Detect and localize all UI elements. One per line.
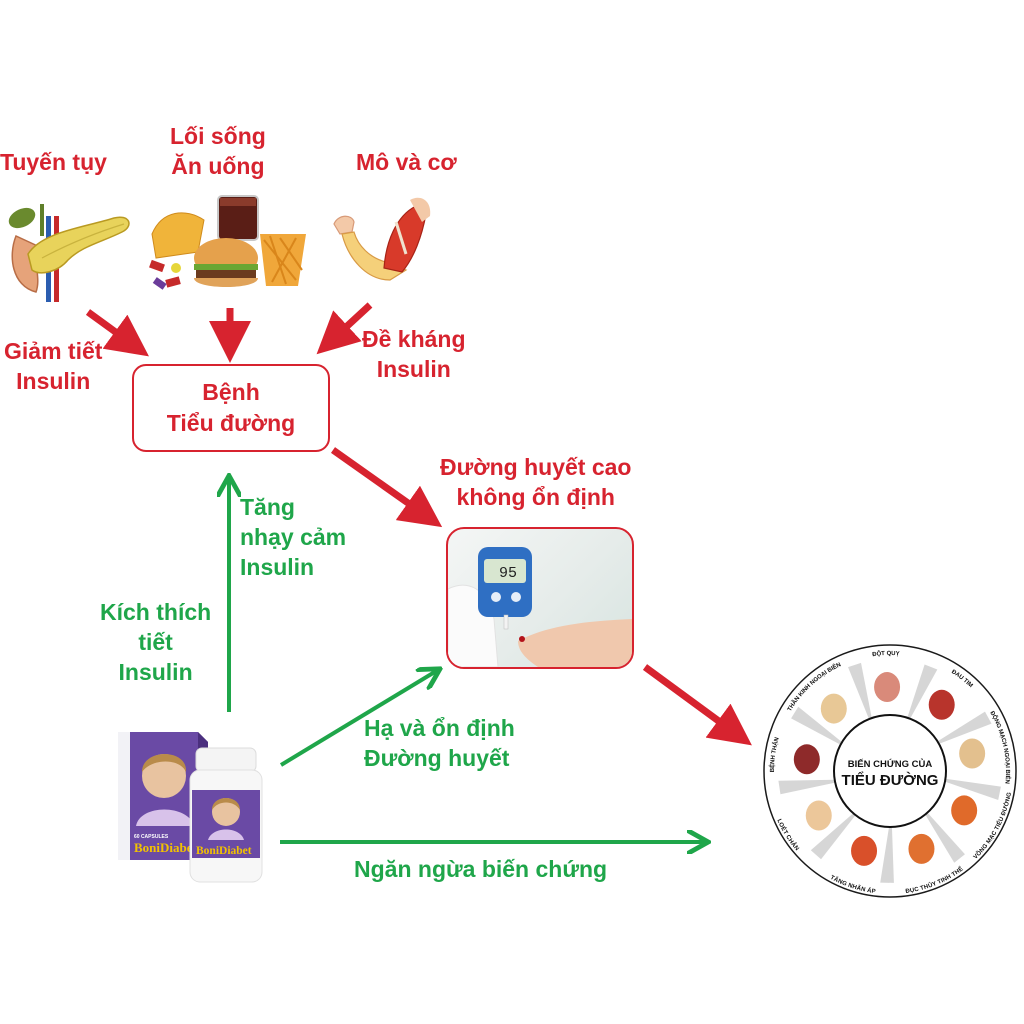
wheel-label: ĐỘT QUỴ <box>872 649 900 658</box>
arrow-product-to-blood-sugar <box>279 670 438 767</box>
eye-cataract-icon <box>908 833 935 864</box>
meter-reading: 95 <box>499 565 517 582</box>
arrow-disease-to-blood-sugar <box>330 447 443 528</box>
kidney-icon <box>793 744 820 775</box>
svg-text:BoniDiabet: BoniDiabet <box>196 845 252 857</box>
pancreas-icon <box>8 204 130 302</box>
wheel-segment-divider <box>848 662 872 720</box>
svg-text:BoniDiabet: BoniDiabet <box>134 840 198 855</box>
wheel-segment-divider <box>791 706 842 745</box>
eye-glaucoma-icon <box>851 835 878 866</box>
arrow-tissue-to-disease <box>316 302 373 355</box>
arrow-pancreas-to-disease <box>85 309 149 357</box>
legs-nerve-icon <box>820 693 847 724</box>
wheel-segment-divider <box>907 664 938 719</box>
wheel-segment-divider <box>778 779 836 795</box>
glucose-meter-icon: 95 <box>448 547 632 667</box>
benefit-prevent-complications: Ngăn ngừa biến chứng <box>354 856 608 882</box>
wheel-segment-divider <box>944 778 1001 800</box>
foot-ulcer-icon <box>805 800 832 831</box>
effect-reduce-insulin: Giảm tiết Insulin <box>4 338 103 394</box>
wheel-center-line-2: TIỂU ĐƯỜNG <box>842 771 939 789</box>
wheel-segment-divider <box>925 812 965 863</box>
glucose-test-photo: 95 <box>446 527 634 669</box>
benefit-stabilize-blood-sugar: Hạ và ổn định Đường huyết <box>364 715 515 771</box>
cause-title-lifestyle: Lối sống Ăn uống <box>170 123 266 179</box>
legs-arteries-icon <box>959 738 986 769</box>
heart-icon <box>928 689 955 720</box>
eye-retina-icon <box>951 795 978 826</box>
diabetes-disease-box: Bệnh Tiểu đường <box>132 364 330 452</box>
blood-sugar-title: Đường huyết cao không ổn định <box>440 454 632 510</box>
benefit-stimulate-insulin: Kích thích tiết Insulin <box>100 599 212 685</box>
svg-text:60 CAPSULES: 60 CAPSULES <box>134 834 169 840</box>
wheel-center <box>833 714 947 828</box>
cause-title-tissue: Mô và cơ <box>356 149 457 175</box>
wheel-center-line-1: BIẾN CHỨNG CỦA <box>848 758 933 770</box>
wheel-segment-divider <box>810 813 856 860</box>
arm-muscle-icon <box>333 197 431 281</box>
bonidiabet-product-image: 60 CAPSULES BoniDiabet BoniDiabet <box>118 732 263 883</box>
effect-insulin-resistance: Đề kháng Insulin <box>362 326 466 382</box>
wheel-segment-divider <box>937 711 992 744</box>
benefit-sensitize-insulin: Tăng nhạy cảm Insulin <box>240 494 347 580</box>
wheel-segment-divider <box>880 826 894 883</box>
arrow-blood-sugar-to-complications <box>642 664 752 746</box>
cause-title-pancreas: Tuyến tụy <box>0 149 107 175</box>
brain-icon <box>874 672 901 703</box>
fast-food-icon <box>149 195 306 290</box>
